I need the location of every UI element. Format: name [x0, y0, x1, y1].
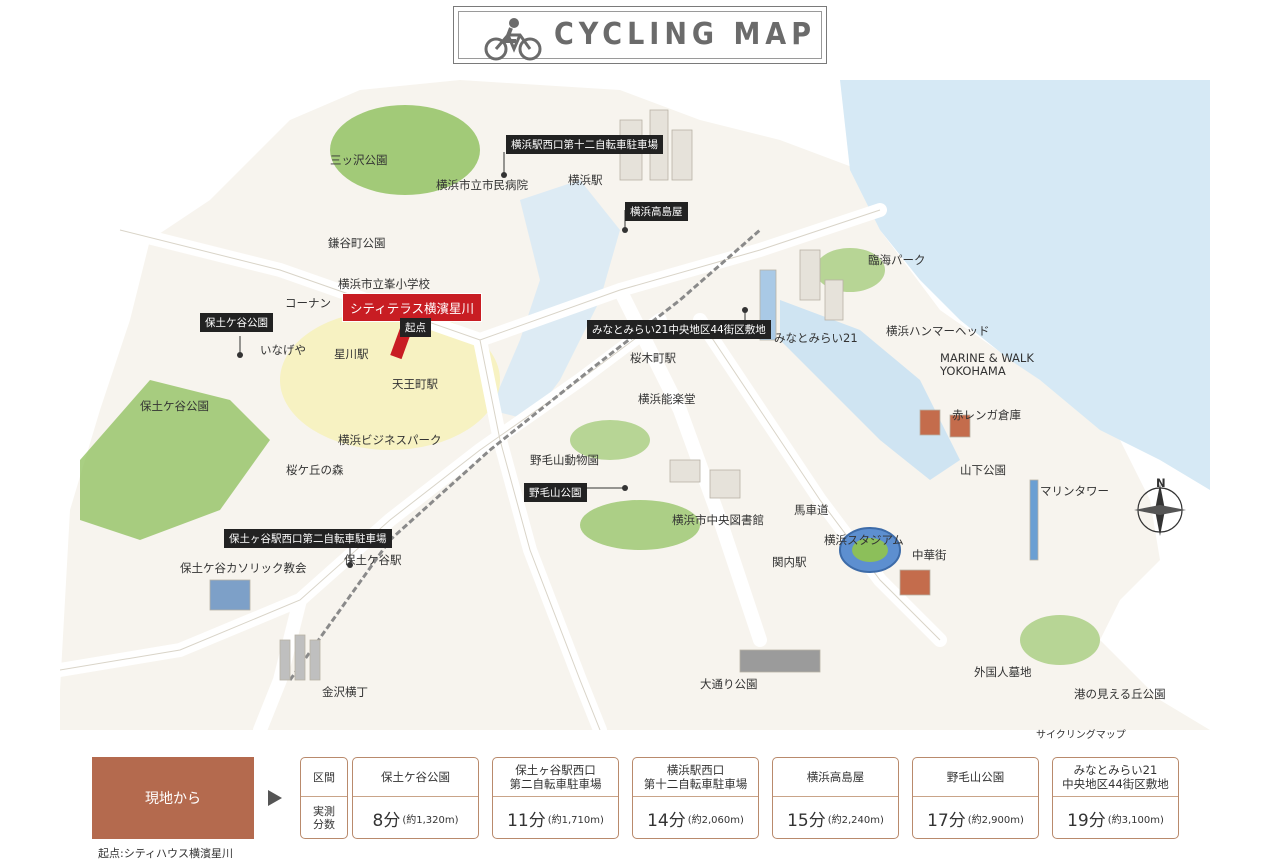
origin-note: 起点:シティハウス横濱星川	[98, 847, 234, 860]
map-label-minemachi-school: 横浜市立峯小学校	[338, 277, 430, 291]
route-minutes: 15分	[787, 810, 826, 831]
map-label-marine-tower: マリンタワー	[1040, 484, 1109, 498]
map-label-catholic-church: 保土ケ谷カソリック教会	[180, 561, 307, 575]
map-label-hoshikawa-station: 星川駅	[334, 347, 369, 361]
route-time: 19分(約3,100m)	[1053, 796, 1178, 840]
route-distance: (約2,900m)	[967, 814, 1024, 826]
route-destination: 横浜駅西口 第十二自転車駐車場	[633, 758, 758, 797]
map-label-odori-park: 大通り公園	[700, 677, 758, 691]
tag-hodogaya-park: 保土ケ谷公園	[200, 313, 273, 332]
route-minutes: 17分	[927, 810, 966, 831]
map-label-inageya: いなげや	[260, 343, 306, 357]
map-label-hodogaya-station: 保土ケ谷駅	[344, 553, 402, 567]
map-title: CYCLING MAP	[554, 17, 816, 52]
map-label-marine-walk: MARINE & WALK YOKOHAMA	[940, 351, 1034, 378]
route-minutes: 11分	[507, 810, 546, 831]
map-label-kamakura-park: 鎌谷町公園	[328, 236, 386, 250]
route-distance: (約3,100m)	[1107, 814, 1164, 826]
tag-start-property: シティテラス横濱星川	[342, 293, 483, 322]
table-header: 区間 実測 分数	[300, 757, 348, 839]
map-label-harbor-view-park: 港の見える丘公園	[1074, 687, 1166, 701]
route-time: 15分(約2,240m)	[773, 796, 898, 840]
map-label-konan: コーナン	[285, 296, 331, 310]
origin-box: 現地から	[92, 757, 254, 839]
tag-parking-yokohama-west: 横浜駅西口第十二自転車駐車場	[506, 135, 663, 154]
map-label-mitsuzawa-park: 三ッ沢公園	[330, 153, 388, 167]
map-caption: サイクリングマップ	[1036, 730, 1126, 741]
tag-takashimaya: 横浜高島屋	[625, 202, 688, 221]
tag-start: 起点	[400, 318, 431, 337]
tag-nogeyama-park: 野毛山公園	[524, 483, 587, 502]
map-label-tennocho-station: 天王町駅	[392, 377, 438, 391]
route-minutes: 14分	[647, 810, 686, 831]
map-illustration	[53, 80, 1210, 737]
route-distance: (約2,240m)	[827, 814, 884, 826]
route-time: 8分(約1,320m)	[353, 796, 478, 840]
header-section: 区間	[301, 758, 347, 797]
route-distance: (約2,060m)	[687, 814, 744, 826]
map-label-sakuragicho-station: 桜木町駅	[630, 351, 676, 365]
tag-parking-hodogaya-west: 保土ヶ谷駅西口第二自転車駐車場	[224, 529, 392, 548]
route-destination: 保土ヶ谷駅西口 第二自転車駐車場	[493, 758, 618, 797]
map-label-yamashita-park: 山下公園	[960, 463, 1006, 477]
compass-north-label: N	[1156, 476, 1166, 490]
route-minutes: 8分	[372, 810, 401, 831]
map-label-kannai-station: 関内駅	[772, 555, 807, 569]
map-label-sakuragaoka: 桜ケ丘の森	[286, 463, 344, 477]
map-label-bashamichi: 馬車道	[794, 503, 829, 517]
map-label-library: 横浜市中央図書館	[672, 513, 764, 527]
map-label-stadium: 横浜スタジアム	[824, 533, 904, 547]
bicycle-icon	[484, 17, 544, 65]
map-label-city-hospital: 横浜市立市民病院	[436, 178, 528, 192]
route-time: 14分(約2,060m)	[633, 796, 758, 840]
cycling-map: 三ッ沢公園 横浜市立市民病院 横浜駅 鎌谷町公園 横浜市立峯小学校 コーナン い…	[53, 80, 1210, 737]
map-label-zoo: 野毛山動物園	[530, 453, 599, 467]
map-label-business-park: 横浜ビジネスパーク	[338, 433, 442, 447]
route-distance: (約1,710m)	[547, 814, 604, 826]
route-destination: 横浜高島屋	[773, 758, 898, 797]
map-label-chinatown: 中華街	[912, 548, 947, 562]
map-label-kanazawa-yokocho: 金沢横丁	[322, 685, 368, 699]
map-label-rinkai-park: 臨海パーク	[868, 253, 926, 267]
map-label-foreign-cemetery: 外国人墓地	[974, 665, 1032, 679]
origin-label: 現地から	[145, 791, 201, 807]
compass-icon	[1134, 484, 1186, 536]
arrow-right-icon	[268, 790, 282, 806]
map-label-minatomirai21: みなとみらい21	[774, 331, 858, 345]
header-time: 実測 分数	[313, 805, 335, 831]
map-label-hammerhead: 横浜ハンマーヘッド	[886, 324, 990, 338]
route-time: 17分(約2,900m)	[913, 796, 1038, 840]
route-time: 11分(約1,710m)	[493, 796, 618, 840]
route-destination: 野毛山公園	[913, 758, 1038, 797]
route-minutes: 19分	[1067, 810, 1106, 831]
route-distance: (約1,320m)	[402, 814, 459, 826]
map-label-yokohama-station: 横浜駅	[568, 173, 603, 187]
map-label-nogakudo: 横浜能楽堂	[638, 392, 696, 406]
tag-mm21-lot: みなとみらい21中央地区44街区敷地	[587, 320, 771, 339]
route-destination: 保土ケ谷公園	[353, 758, 478, 797]
map-title-banner: CYCLING MAP	[453, 6, 827, 64]
route-destination: みなとみらい21 中央地区44街区敷地	[1053, 758, 1178, 797]
map-label-red-brick: 赤レンガ倉庫	[952, 408, 1021, 422]
map-label-hodogaya-park: 保土ケ谷公園	[140, 399, 209, 413]
